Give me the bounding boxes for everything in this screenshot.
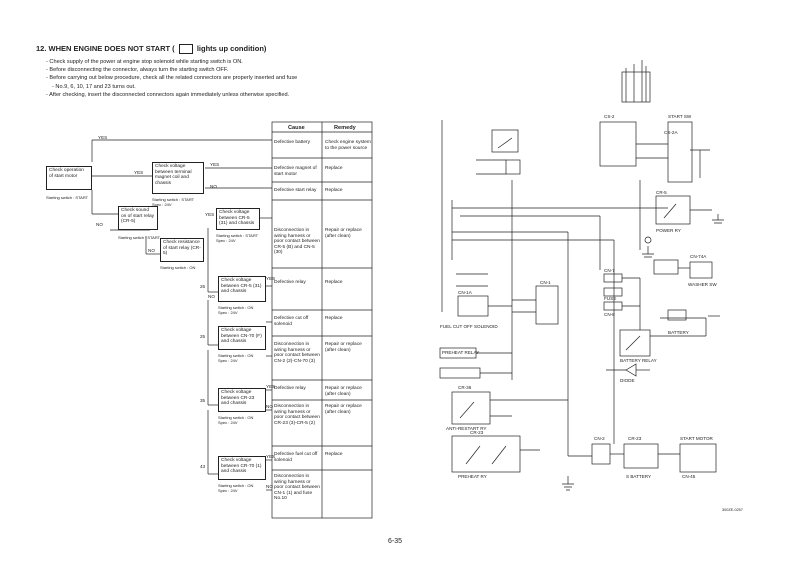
step-number: 43 — [200, 464, 206, 469]
cause-cell: Defective cut off solenoid — [274, 316, 309, 327]
cause-cell: Defective fuel cut off solenoid — [274, 452, 318, 463]
note-item: No.9, 6, 10, 17 and 23 turns out. — [46, 83, 366, 91]
condition-text: Starting switch : ON Spec : 24V — [218, 353, 254, 363]
label-preheat-ry: PREHEAT RY — [458, 474, 487, 479]
condition-text: Starting switch : START Spec : 24V — [216, 233, 259, 243]
step-number: 26 — [200, 284, 206, 289]
label-cn8: CN-8 — [604, 312, 615, 317]
condition-text: Starting switch : ON Spec : 24V — [218, 305, 254, 315]
figure-code: 300ZE-0257 — [722, 508, 743, 512]
cause-cell: Disconnection in wiring harness or poor … — [274, 342, 320, 364]
label-battery: BATTERY — [668, 330, 689, 335]
label-power-relay: POWER RY — [656, 228, 681, 233]
warning-lamp-icon — [178, 44, 193, 55]
no-label: NO — [96, 222, 103, 227]
label-washer-switch: WASHER SW — [688, 282, 717, 287]
label-cn45: CN-45 — [682, 474, 696, 479]
condition-text: Starting switch : START Spec : 24V — [152, 197, 195, 207]
check-sound-box: Check sound on of start relay (CR-5) — [118, 206, 158, 230]
condition-text: Starting switch : START — [118, 235, 161, 240]
yes-label: YES — [266, 454, 276, 459]
check-cn70-box: Check voltage between CN-70 (F) and chas… — [218, 326, 266, 350]
check-magnet-box: Check voltage between terminal magnet co… — [152, 162, 204, 194]
heading-text: WHEN ENGINE DOES NOT START ( — [48, 44, 175, 53]
yes-label: YES — [266, 276, 276, 281]
label-fuse: FUSE — [604, 296, 617, 301]
label-cr23: CR-23 — [628, 436, 642, 441]
cause-cell: Defective relay — [274, 386, 306, 391]
cause-cell: Disconnection in wiring harness or poor … — [274, 404, 320, 426]
step-number: 25 — [200, 334, 206, 339]
remedy-cell: Replace — [325, 166, 343, 171]
remedy-cell: Replace — [325, 188, 343, 193]
no-label: NO — [266, 404, 273, 409]
yes-label: YES — [210, 162, 220, 167]
condition-text: Starting switch : ON — [160, 265, 196, 270]
label-fuel-cutoff-solenoid: FUEL CUT OFF SOLENOID — [440, 324, 498, 329]
label-anti-restart-relay: ANTI-RESTART RY — [446, 426, 487, 431]
remedy-cell: Replace — [325, 452, 343, 457]
label-cr23-top: CR-23 — [470, 430, 484, 435]
note-item: Before disconnecting the connector, alwa… — [46, 66, 366, 74]
label-cs2a: CS-2A — [664, 130, 678, 135]
yes-label: YES — [205, 212, 215, 217]
table-header-remedy: Remedy — [334, 125, 356, 131]
note-item: After checking, insert the disconnected … — [46, 91, 366, 99]
check-resistance-box: Check resistance of start relay (CR-5) — [160, 238, 204, 262]
condition-text: Starting switch : ON Spec : 24V — [218, 483, 254, 493]
cause-cell: Disconnection in wiring harness or poor … — [274, 474, 320, 502]
step-number: 35 — [200, 398, 206, 403]
cause-cell: Defective magnet of start motor — [274, 166, 317, 177]
label-cs2: CS-2 — [604, 114, 615, 119]
check-start-motor-box: Check operation of start motor — [46, 166, 92, 190]
condition-text: Starting switch : START — [46, 195, 89, 200]
notes-list: Check supply of the power at engine stop… — [46, 58, 366, 99]
label-cr36: CR-36 — [458, 385, 472, 390]
no-label: NO — [208, 294, 215, 299]
table-header-cause: Cause — [288, 125, 305, 131]
remedy-cell: Repair or replace (after clean) — [325, 386, 362, 397]
note-item: Check supply of the power at engine stop… — [46, 58, 366, 66]
page-number: 6-35 — [388, 538, 403, 545]
remedy-cell: Replace — [325, 316, 343, 321]
yes-label: YES — [134, 170, 144, 175]
remedy-cell: Repair or replace (after clean) — [325, 342, 362, 353]
check-cr5-box: Check voltage between CR-5 (31) and chas… — [216, 208, 260, 230]
heading-text-after: lights up condition) — [196, 44, 267, 53]
label-preheat-relay: PREHEAT RELAY — [442, 350, 480, 355]
label-cn2: CN-2 — [594, 436, 605, 441]
note-item: Before carrying out below procedure, che… — [46, 74, 366, 82]
label-cn74a: CN-74A — [690, 254, 707, 259]
section-heading: 12. WHEN ENGINE DOES NOT START ( lights … — [36, 44, 267, 55]
cause-cell: Defective relay — [274, 280, 306, 285]
remedy-cell: Repair or replace (after clean) — [325, 404, 362, 415]
label-start-switch: START SW — [668, 114, 692, 119]
no-label: NO — [266, 484, 273, 489]
label-start-motor: START MOTOR — [680, 436, 713, 441]
yes-label: YES — [266, 384, 276, 389]
label-cn7: CN-7 — [604, 268, 615, 273]
label-cn1a: CN-1A — [458, 290, 472, 295]
label-battery-relay: BATTERY RELAY — [620, 358, 657, 363]
heading-number: 12. — [36, 44, 47, 53]
check-cr23-box: Check voltage between CR-23 and chassis — [218, 388, 266, 412]
remedy-cell: Repair or replace (after clean) — [325, 228, 362, 239]
check-cr70-box: Check voltage between CR-70 (1) and chas… — [218, 456, 266, 480]
label-cr5: CR-5 — [656, 190, 667, 195]
check-cr5-31-box: Check voltage between CR-5 (31) and chas… — [218, 276, 266, 302]
cause-cell: Disconnection in wiring harness or poor … — [274, 228, 320, 256]
label-diode: DIODE — [620, 378, 635, 383]
cause-cell: Defective battery — [274, 140, 310, 145]
condition-text: Starting switch : ON Spec : 24V — [218, 415, 254, 425]
cause-cell: Defective start relay — [274, 188, 317, 193]
no-label: NO — [148, 248, 155, 253]
yes-label: YES — [98, 135, 108, 140]
remedy-cell: Replace — [325, 280, 343, 285]
label-s-battery: S BATTERY — [626, 474, 652, 479]
remedy-cell: Check engine system to the power source — [325, 140, 371, 151]
no-label: NO — [210, 184, 217, 189]
label-cn1: CN-1 — [540, 280, 551, 285]
